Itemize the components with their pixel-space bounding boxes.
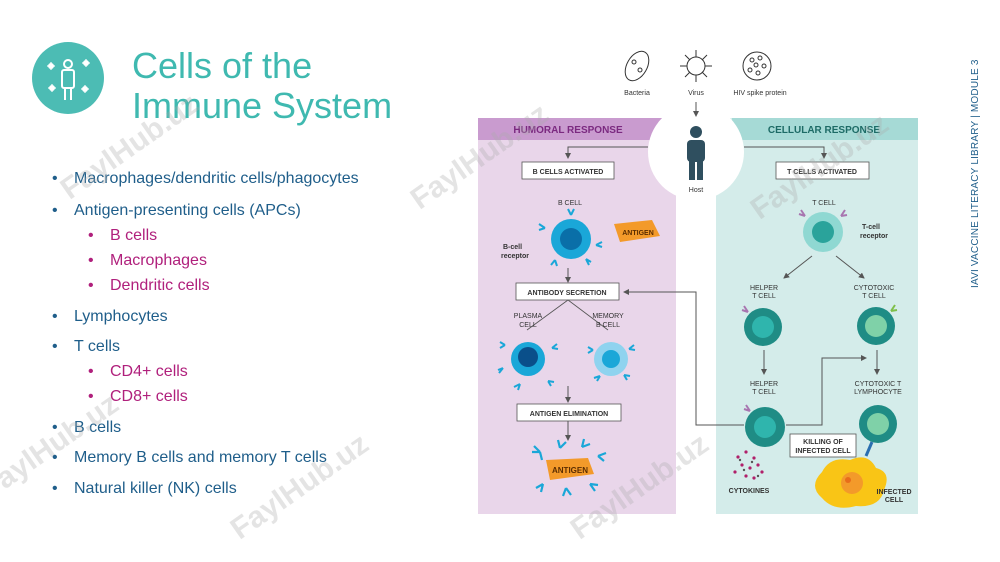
cellular-header-bar [732,118,918,140]
helper-t-cell-2-icon [743,404,785,447]
arrow [744,146,827,159]
infected-cell-label-2: CELL [885,497,904,504]
infected-cell-icon [815,457,887,508]
cytotoxic-lymphocyte-label-2: LYMPHOCYTE [854,389,902,396]
cytotoxic-t-cell-label: CYTOTOXIC [854,285,895,292]
helper-t-cell-2-label-2: T CELL [752,389,776,396]
antigen-elimination-label: ANTIGEN ELIMINATION [530,411,608,418]
arrow [565,146,648,159]
b-cell-label: B CELL [558,200,582,207]
cytotoxic-t-cell-label-2: T CELL [862,293,886,300]
antibody-antigen-complex-icon [532,438,607,497]
cytokines-label: CYTOKINES [729,488,770,495]
bacteria-label: Bacteria [624,90,650,97]
cytotoxic-lymphocyte-label: CYTOTOXIC T [855,381,902,388]
plasma-cell-label-2: CELL [519,322,537,329]
helper-t-cell-icon [741,305,782,346]
line [526,299,569,331]
b-cells-activated-box [521,161,615,180]
killing-label: KILLING OF [803,439,843,446]
b-cell-receptor-label-2: receptor [501,253,529,260]
virus-icon [680,50,712,82]
humoral-panel [478,118,676,514]
arrow [783,255,813,279]
arrow [623,289,744,426]
cytokines-icon [733,450,764,480]
helper-t-cell-label-2: T CELL [752,293,776,300]
antigen-bottom-label: ANTIGEN [552,466,588,475]
cytokines-dots-icon [738,458,760,478]
immune-response-diagram: HUMORAL RESPONSE CELLULAR RESPONSE Host … [478,50,918,514]
arrow [786,355,867,426]
memory-b-cell-label-2: B CELL [596,322,620,329]
t-cell-label: T CELL [812,200,836,207]
helper-t-cell-label: HELPER [750,285,778,292]
cytotoxic-t-cell-icon [857,304,898,345]
sidebar-label: IAVI VACCINE LITERACY LIBRARY | MODULE 3 [966,48,988,288]
host-label: Host [689,187,703,194]
t-cells-activated-box [775,161,870,180]
cellular-header: CELLULAR RESPONSE [768,125,881,136]
t-cell-receptor-label-2: receptor [860,233,888,240]
killing-infected-cell-box [789,433,857,458]
humoral-header-bar [478,118,664,140]
module-label: IAVI VACCINE LITERACY LIBRARY | MODULE 3 [970,59,981,288]
host-person-icon [687,126,705,180]
b-cell-icon [538,208,603,267]
logo-icon [32,42,104,114]
plasma-cell-label: PLASMA [514,313,543,320]
helper-t-cell-2-label: HELPER [750,381,778,388]
memory-b-cell-icon [587,342,636,382]
line [567,299,609,331]
hiv-label: HIV spike protein [733,90,786,97]
person-with-viruses-icon [47,59,90,100]
infected-cell-label: INFECTED [877,489,912,496]
virus-label: Virus [688,90,704,97]
bacteria-icon [624,50,650,82]
antigen-label: ANTIGEN [622,230,654,237]
b-cell-receptor-label: B-cell [503,244,522,251]
killing-label-2: INFECTED CELL [795,448,851,455]
plasma-cell-icon [497,341,559,391]
memory-b-cell-label: MEMORY [592,313,624,320]
b-cells-activated-label: B CELLS ACTIVATED [533,169,604,176]
t-cells-activated-label: T CELLS ACTIVATED [787,169,857,176]
antibody-secretion-label: ANTIBODY SECRETION [527,290,606,297]
antigen-elimination-box [516,403,622,422]
arrow [835,255,865,279]
t-cell-icon [798,209,848,252]
slide-title: Cells of the Immune System [132,46,392,126]
hiv-spike-icon [742,51,772,81]
watermark: FaylHub.uz [224,427,375,546]
title-line-2: Immune System [132,85,393,126]
cytotoxic-lymphocyte-icon [859,405,897,457]
t-cell-receptor-label: T-cell [862,224,880,231]
humoral-header: HUMORAL RESPONSE [513,125,623,136]
antigen-shape [614,220,660,242]
title-line-1: Cells of the [132,45,313,86]
